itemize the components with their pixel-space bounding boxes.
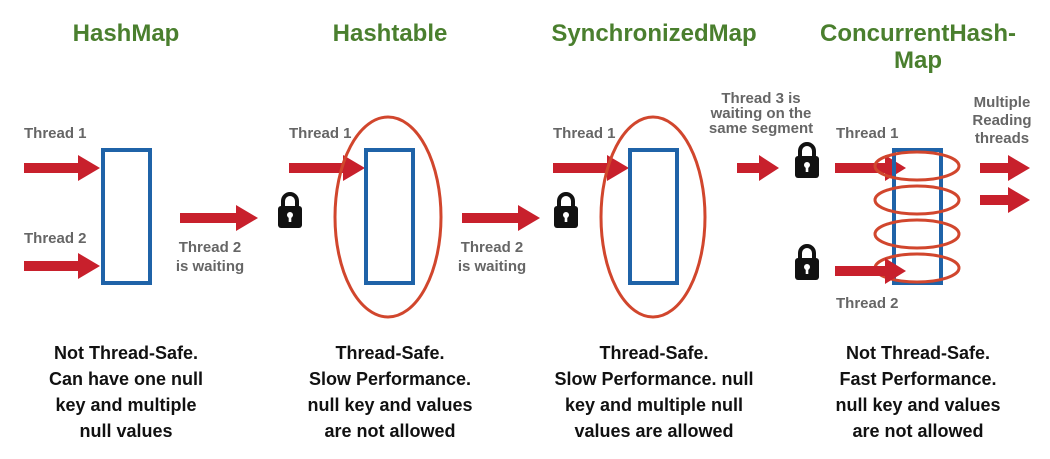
panel-title-line-2: Map bbox=[894, 47, 942, 74]
segment-wait-note-line-3: same segment bbox=[709, 120, 813, 137]
svg-text:Not Thread-Safe.: Not Thread-Safe. bbox=[54, 343, 198, 363]
svg-text:Thread-Safe.: Thread-Safe. bbox=[599, 343, 708, 363]
waiting-label-line-2: is waiting bbox=[176, 258, 244, 275]
svg-text:Slow Performance. null: Slow Performance. null bbox=[554, 369, 753, 389]
waiting-label-line-1: Thread 2 bbox=[179, 239, 242, 256]
svg-text:null key and values: null key and values bbox=[835, 395, 1000, 415]
lock-ring bbox=[333, 115, 443, 319]
map-box bbox=[101, 148, 152, 285]
padlock-icon bbox=[276, 192, 304, 230]
svg-text:Slow Performance.: Slow Performance. bbox=[309, 369, 471, 389]
reading-arrow bbox=[980, 187, 1030, 213]
thread-1-label: Thread 1 bbox=[836, 125, 899, 142]
lock-ring bbox=[599, 115, 707, 319]
panel-synchronizedmap: SynchronizedMap Thread 1 Thread-Safe. Sl… bbox=[551, 20, 756, 441]
panel-hashmap: HashMap Thread 1 Thread 2 Thread 2 is wa… bbox=[24, 20, 258, 441]
svg-text:are not allowed: are not allowed bbox=[852, 421, 983, 441]
waiting-label-line-2: is waiting bbox=[458, 258, 526, 275]
panel-title: SynchronizedMap bbox=[551, 20, 756, 47]
reading-arrow bbox=[980, 155, 1030, 181]
panel-title: Hashtable bbox=[333, 20, 448, 47]
thread-1-arrow bbox=[24, 155, 100, 181]
svg-text:null key and values: null key and values bbox=[307, 395, 472, 415]
panel-concurrenthashmap: ConcurrentHash- Map Thread 3 is waiting … bbox=[709, 20, 1032, 441]
thread-1-label: Thread 1 bbox=[553, 125, 616, 142]
waiting-arrow bbox=[462, 205, 540, 231]
svg-text:are not allowed: are not allowed bbox=[324, 421, 455, 441]
thread-3-arrow bbox=[737, 155, 779, 181]
reading-threads-note-line-2: Reading bbox=[972, 112, 1031, 129]
segment-ring bbox=[873, 150, 961, 182]
svg-text:key and multiple null: key and multiple null bbox=[565, 395, 743, 415]
reading-threads-note-line-3: threads bbox=[975, 130, 1029, 147]
thread-2-label: Thread 2 bbox=[836, 295, 899, 312]
segment-rings bbox=[873, 150, 961, 284]
thread-1-arrow bbox=[553, 155, 629, 181]
thread-1-arrow bbox=[289, 155, 365, 181]
panel-title-line-1: ConcurrentHash- bbox=[820, 20, 1016, 47]
padlock-icon bbox=[552, 192, 580, 230]
svg-text:Thread-Safe.: Thread-Safe. bbox=[335, 343, 444, 363]
panel-hashtable: Hashtable Thread 1 Thread 2 is waiting T… bbox=[276, 20, 540, 441]
thread-1-label: Thread 1 bbox=[289, 125, 352, 142]
waiting-arrow bbox=[180, 205, 258, 231]
svg-text:Not Thread-Safe.: Not Thread-Safe. bbox=[846, 343, 990, 363]
padlock-icon bbox=[793, 244, 821, 282]
segment-wait-note-line-2: waiting on the bbox=[710, 105, 812, 122]
map-box bbox=[364, 148, 415, 285]
thread-1-label: Thread 1 bbox=[24, 125, 87, 142]
thread-2-arrow bbox=[835, 258, 906, 284]
svg-text:Fast Performance.: Fast Performance. bbox=[839, 369, 996, 389]
svg-text:Can have one null: Can have one null bbox=[49, 369, 203, 389]
description: Not Thread-Safe. Can have one null key a… bbox=[49, 343, 203, 441]
panel-title: HashMap bbox=[73, 20, 180, 47]
padlock-icon bbox=[793, 142, 821, 180]
thread-2-arrow bbox=[24, 253, 100, 279]
segment-ring bbox=[873, 218, 961, 250]
svg-text:key and multiple: key and multiple bbox=[55, 395, 196, 415]
map-box bbox=[628, 148, 679, 285]
waiting-label-line-1: Thread 2 bbox=[461, 239, 524, 256]
svg-text:null values: null values bbox=[79, 421, 172, 441]
segment-ring bbox=[873, 184, 961, 216]
reading-threads-note-line-1: Multiple bbox=[974, 94, 1031, 111]
svg-text:values are allowed: values are allowed bbox=[574, 421, 733, 441]
thread-2-label: Thread 2 bbox=[24, 230, 87, 247]
description: Thread-Safe. Slow Performance. null key … bbox=[307, 343, 472, 441]
description: Not Thread-Safe. Fast Performance. null … bbox=[835, 343, 1000, 441]
segment-wait-note-line-1: Thread 3 is bbox=[721, 90, 800, 107]
description: Thread-Safe. Slow Performance. null key … bbox=[554, 343, 753, 441]
